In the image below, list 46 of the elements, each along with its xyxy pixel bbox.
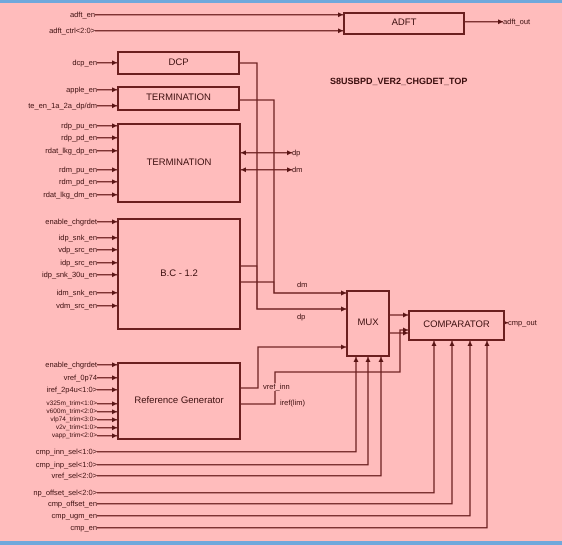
signal-wire (97, 260, 117, 266)
signal-wire (97, 87, 117, 92)
signal-wire (97, 192, 117, 198)
signal-wire (97, 303, 117, 308)
signal-wire (97, 135, 117, 140)
circuit-block: TERMINATION (117, 123, 241, 203)
circuit-block: MUX (346, 290, 390, 357)
signal-wire (97, 375, 117, 380)
signal-wire (97, 357, 358, 452)
signal-wire (241, 344, 346, 389)
circuit-block: DCP (117, 51, 240, 75)
signal-wire (95, 28, 343, 34)
circuit-block: B.C - 1.2 (117, 218, 241, 330)
signal-wire (503, 320, 508, 326)
signal-wire (97, 290, 117, 296)
signal-wire (97, 425, 117, 430)
circuit-block: TERMINATION (117, 86, 240, 111)
signal-wire (97, 103, 117, 108)
circuit-block: COMPARATOR (408, 310, 505, 341)
signal-wire (390, 312, 408, 318)
signal-wire (97, 272, 117, 278)
signal-wire (97, 362, 117, 368)
signal-wire (97, 417, 117, 422)
signal-wire (97, 60, 117, 66)
signal-wire (97, 219, 117, 224)
signal-wire (240, 62, 346, 312)
signal-wire (240, 99, 346, 296)
signal-wire (97, 247, 117, 252)
signal-wire (97, 401, 117, 406)
signal-wire (97, 433, 117, 438)
signal-wire (97, 235, 117, 240)
signal-wire (465, 19, 503, 24)
signal-wire (97, 409, 117, 414)
signal-wire (241, 150, 292, 156)
signal-wire (97, 387, 117, 392)
signal-wire (97, 179, 117, 184)
circuit-block: ADFT (343, 12, 465, 35)
diagram-title: S8USBPD_VER2_CHGDET_TOP (330, 76, 468, 86)
signal-wire (95, 12, 343, 18)
signal-wire (390, 330, 408, 336)
circuit-block: Reference Generator (117, 362, 241, 440)
signal-wire (97, 148, 117, 154)
signal-wire (241, 167, 292, 172)
signal-wire (97, 167, 117, 172)
signal-wire (241, 328, 408, 405)
signal-wire (97, 123, 117, 128)
